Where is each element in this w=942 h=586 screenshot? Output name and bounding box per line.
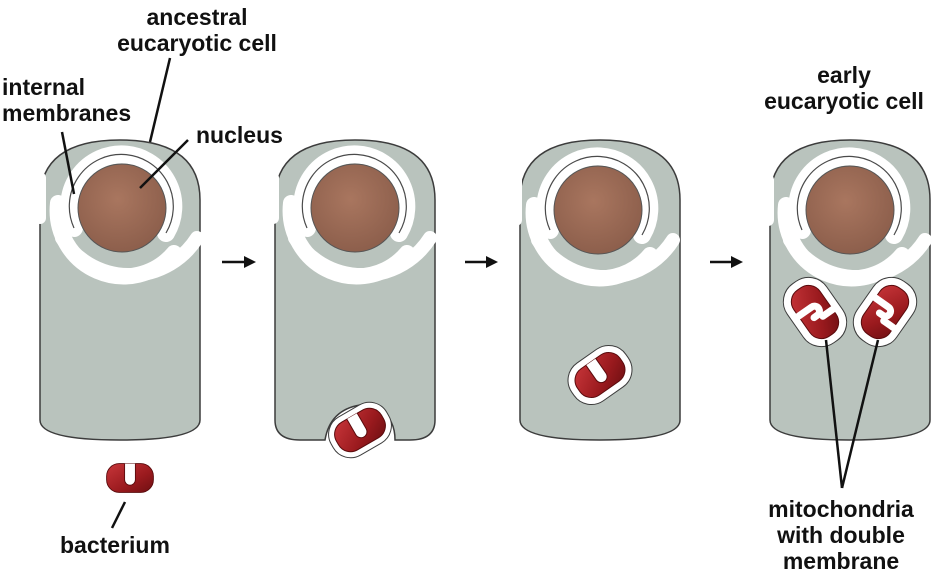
label-early-line1: early — [817, 62, 871, 88]
leader-bacterium — [110, 501, 127, 529]
label-ancestral-cell: ancestral eucaryotic cell — [112, 4, 282, 56]
label-mito-line1: mitochondria — [768, 496, 914, 522]
label-mitochondria: mitochondria with double membrane — [756, 496, 926, 574]
label-internal-membranes: internal membranes — [2, 74, 131, 126]
leader-ancestral — [148, 57, 172, 143]
cell-internalized — [516, 139, 680, 441]
label-early-line2: eucaryotic cell — [764, 88, 924, 114]
cell-ancestral — [40, 139, 200, 441]
label-mito-line3: membrane — [782, 548, 900, 574]
arrow-3 — [710, 256, 743, 268]
label-ancestral-line2: eucaryotic cell — [117, 30, 277, 56]
leader-internal-membranes — [60, 131, 76, 195]
arrow-2 — [465, 256, 498, 268]
cell-early-eucaryotic — [768, 139, 930, 441]
label-internal-line2: membranes — [2, 100, 132, 126]
bacterium — [106, 463, 154, 493]
leader-nucleus — [139, 139, 189, 189]
label-internal-line1: internal — [2, 74, 86, 100]
label-mito-line2: with double — [777, 522, 905, 548]
label-ancestral-line1: ancestral — [146, 4, 248, 30]
cell-engulfing — [273, 139, 435, 459]
label-early-cell: early eucaryotic cell — [756, 62, 932, 114]
label-nucleus: nucleus — [196, 122, 283, 148]
leader-mito-right — [840, 339, 880, 489]
arrow-1 — [222, 256, 256, 268]
label-bacterium: bacterium — [60, 532, 170, 558]
leader-mito-left — [824, 339, 844, 489]
